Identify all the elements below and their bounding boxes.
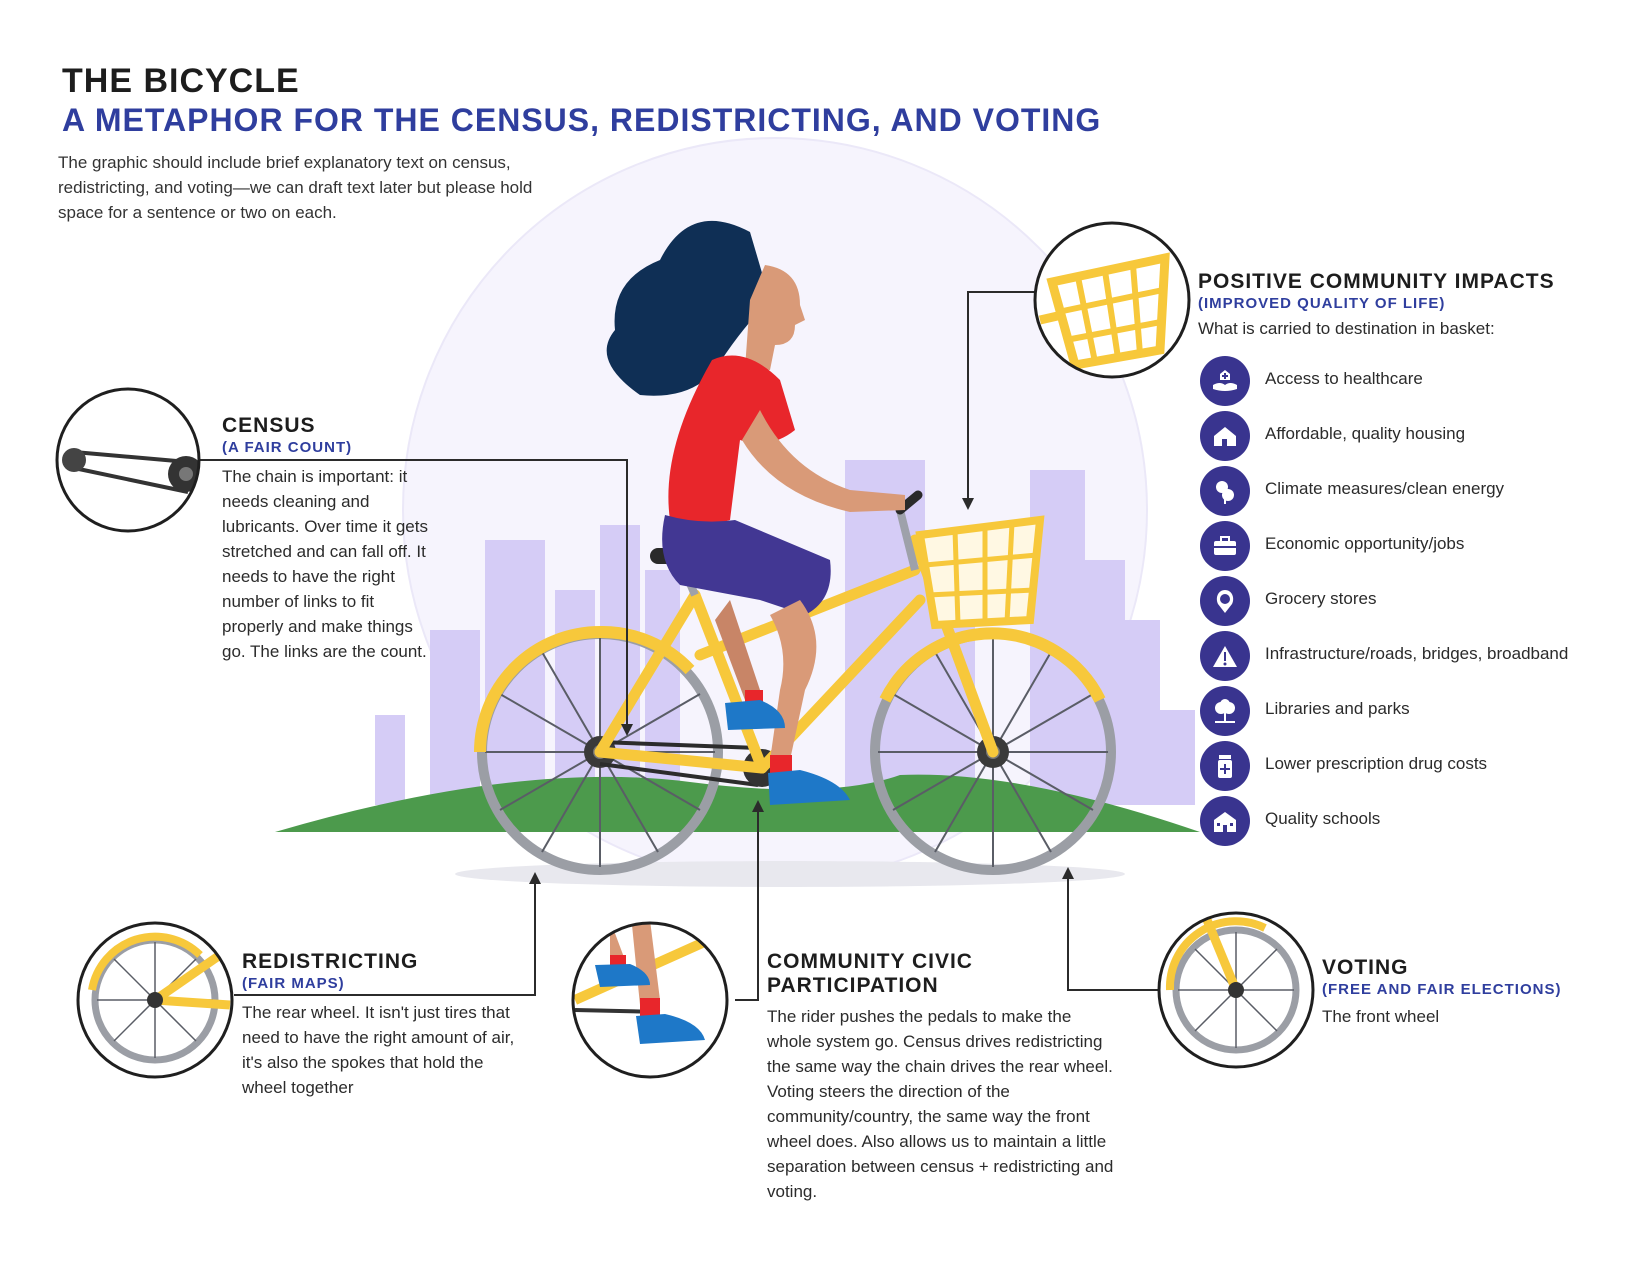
jobs-icon	[1200, 521, 1250, 571]
redistricting-body: The rear wheel. It isn't just tires that…	[242, 1003, 515, 1097]
impact-item: Libraries and parks	[1200, 684, 1630, 739]
clean-energy-icon	[1200, 466, 1250, 516]
impact-item: Grocery stores	[1200, 574, 1630, 629]
infrastructure-icon	[1200, 631, 1250, 681]
healthcare-icon	[1200, 356, 1250, 406]
impact-label: Libraries and parks	[1265, 699, 1410, 718]
impact-label: Climate measures/clean energy	[1265, 479, 1505, 498]
census-title: CENSUS	[222, 414, 316, 437]
basket	[915, 515, 1045, 630]
voting-inset	[1157, 911, 1315, 1069]
impact-item: Lower prescription drug costs	[1200, 739, 1630, 794]
civic-body: The rider pushes the pedals to make the …	[767, 1007, 1114, 1201]
impact-item: Climate measures/clean energy	[1200, 464, 1630, 519]
voting-subtitle: (FREE AND FAIR ELECTIONS)	[1322, 981, 1562, 998]
voting-section: VOTING (FREE AND FAIR ELECTIONS) The fro…	[1322, 956, 1622, 1029]
rider	[606, 220, 905, 805]
census-inset	[55, 387, 201, 533]
grocery-icon	[1200, 576, 1250, 626]
impact-label: Affordable, quality housing	[1265, 424, 1466, 443]
impact-item: Access to healthcare	[1200, 354, 1630, 409]
impact-label: Lower prescription drug costs	[1265, 754, 1488, 773]
city-skyline	[375, 460, 1195, 805]
civic-title-line1: COMMUNITY CIVIC	[767, 950, 973, 973]
redistricting-section: REDISTRICTING (FAIR MAPS) The rear wheel…	[242, 950, 532, 1100]
impacts-header: POSITIVE COMMUNITY IMPACTS (IMPROVED QUA…	[1198, 270, 1638, 341]
impact-label: Grocery stores	[1265, 589, 1377, 608]
civic-title-line2: PARTICIPATION	[767, 974, 939, 997]
housing-icon	[1200, 411, 1250, 461]
impacts-lead: What is carried to destination in basket…	[1198, 319, 1495, 338]
redistricting-subtitle: (FAIR MAPS)	[242, 975, 345, 992]
voting-title: VOTING	[1322, 956, 1409, 979]
impact-label: Access to healthcare	[1265, 369, 1423, 388]
impacts-list: Access to healthcare Affordable, quality…	[1200, 354, 1630, 849]
school-icon	[1200, 796, 1250, 846]
page-subtitle: A METAPHOR FOR THE CENSUS, REDISTRICTING…	[62, 102, 1102, 138]
impacts-subtitle: (IMPROVED QUALITY OF LIFE)	[1198, 295, 1446, 312]
impact-label: Quality schools	[1265, 809, 1381, 828]
page-title: THE BICYCLE	[62, 62, 300, 100]
basket-inset	[1033, 221, 1191, 379]
impact-label: Infrastructure/roads, bridges, broadband	[1265, 644, 1569, 663]
voting-body: The front wheel	[1322, 1007, 1440, 1026]
redistricting-inset	[76, 921, 234, 1079]
prescription-icon	[1200, 741, 1250, 791]
census-body: The chain is important: it needs cleanin…	[222, 467, 428, 661]
impact-label: Economic opportunity/jobs	[1265, 534, 1465, 553]
parks-icon	[1200, 686, 1250, 736]
handlebar-stem	[896, 509, 919, 571]
census-subtitle: (A FAIR COUNT)	[222, 439, 353, 456]
impacts-title: POSITIVE COMMUNITY IMPACTS	[1198, 270, 1555, 293]
impact-item: Infrastructure/roads, bridges, broadband	[1200, 629, 1630, 684]
civic-participation-inset	[571, 921, 729, 1079]
impact-item: Economic opportunity/jobs	[1200, 519, 1630, 574]
redistricting-title: REDISTRICTING	[242, 950, 419, 973]
callout-arrowheads	[529, 498, 1074, 884]
impact-item: Quality schools	[1200, 794, 1630, 849]
impact-item: Affordable, quality housing	[1200, 409, 1630, 464]
census-section: CENSUS (A FAIR COUNT) The chain is impor…	[222, 414, 432, 664]
civic-section: COMMUNITY CIVIC PARTICIPATION The rider …	[767, 950, 1117, 1204]
bike-chain	[599, 740, 759, 787]
intro-note: The graphic should include brief explana…	[58, 153, 533, 222]
